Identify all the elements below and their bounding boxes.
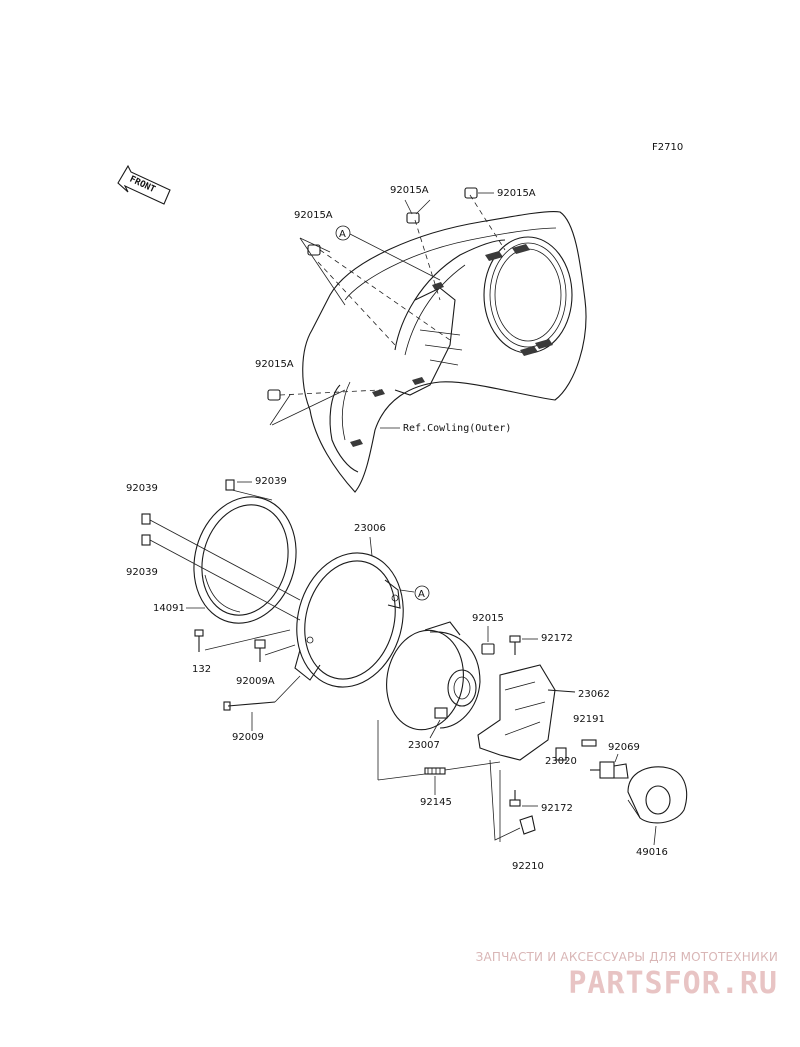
screw-92039-2 bbox=[141, 513, 151, 525]
label-92015a-1: 92015A bbox=[294, 210, 333, 221]
front-arrow-icon: FRONT bbox=[117, 164, 171, 205]
label-92145: 92145 bbox=[420, 797, 452, 808]
label-23020: 23020 bbox=[545, 756, 577, 767]
label-132: 132 bbox=[192, 664, 211, 675]
label-92015: 92015 bbox=[472, 613, 504, 624]
label-92015a-2: 92015A bbox=[390, 185, 429, 196]
socket-23020 bbox=[555, 747, 567, 761]
nut-92015a-4 bbox=[267, 389, 281, 401]
label-92069: 92069 bbox=[608, 742, 640, 753]
nut-92015a-1 bbox=[307, 244, 321, 256]
headlight-rim-14091 bbox=[193, 496, 297, 624]
label-92039-2: 92039 bbox=[126, 483, 158, 494]
screw-132 bbox=[194, 629, 204, 652]
label-92039-3: 92039 bbox=[126, 567, 158, 578]
headlight-unit-23007 bbox=[386, 621, 481, 731]
screw-92039-1 bbox=[225, 479, 235, 491]
screw-92172-1 bbox=[509, 635, 521, 655]
callout-a-upper: A bbox=[335, 225, 351, 241]
mounting-ring-23006 bbox=[294, 552, 404, 688]
cover-49016 bbox=[627, 766, 688, 824]
nut-92015a-2 bbox=[406, 212, 420, 224]
screw-92172-2 bbox=[509, 790, 521, 807]
figure-code: F2710 bbox=[652, 142, 683, 153]
watermark: ЗАПЧАСТИ И АКСЕССУАРЫ ДЛЯ МОТОТЕХНИКИ PA… bbox=[476, 950, 778, 1001]
svg-text:A: A bbox=[418, 589, 425, 600]
screw-92039-3 bbox=[141, 534, 151, 546]
bracket-23062 bbox=[477, 664, 576, 761]
nut-92015 bbox=[481, 643, 495, 655]
ref-cowling-label: Ref.Cowling(Outer) bbox=[403, 423, 511, 434]
label-92191: 92191 bbox=[573, 714, 605, 725]
label-92172-2: 92172 bbox=[541, 803, 573, 814]
label-49016: 49016 bbox=[636, 847, 668, 858]
pin-92191 bbox=[581, 739, 597, 747]
cowling-outer bbox=[302, 211, 587, 493]
bolt-92145 bbox=[424, 767, 446, 775]
label-92015a-4: 92015A bbox=[255, 359, 294, 370]
label-92039-1: 92039 bbox=[255, 476, 287, 487]
label-92009a: 92009A bbox=[236, 676, 275, 687]
label-92210: 92210 bbox=[512, 861, 544, 872]
clip-92210 bbox=[519, 815, 536, 835]
label-23007: 23007 bbox=[408, 740, 440, 751]
watermark-tagline: ЗАПЧАСТИ И АКСЕССУАРЫ ДЛЯ МОТОТЕХНИКИ bbox=[475, 950, 778, 964]
label-23062: 23062 bbox=[578, 689, 610, 700]
bulb-92069 bbox=[590, 761, 629, 779]
nut-92015a-3 bbox=[464, 187, 478, 199]
label-23006: 23006 bbox=[354, 523, 386, 534]
screw-92009a bbox=[254, 639, 266, 662]
screw-92009 bbox=[223, 701, 276, 711]
callout-a-lower: A bbox=[414, 585, 430, 601]
label-92009: 92009 bbox=[232, 732, 264, 743]
svg-text:A: A bbox=[339, 229, 346, 240]
watermark-logo: PARTSFOR.RU bbox=[568, 966, 778, 1001]
label-92172-1: 92172 bbox=[541, 633, 573, 644]
label-14091: 14091 bbox=[153, 603, 185, 614]
label-92015a-3: 92015A bbox=[497, 188, 536, 199]
